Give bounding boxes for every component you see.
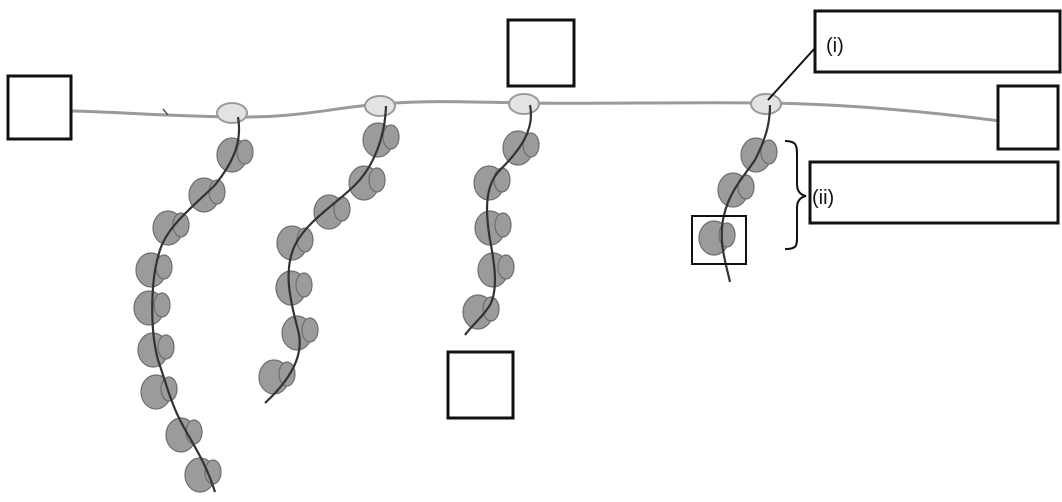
amino-acid-4-1 <box>740 137 778 173</box>
ribosome-group <box>216 93 782 124</box>
polypeptide-chain-3 <box>464 104 533 336</box>
amino-acid-beads <box>133 104 778 493</box>
amino-acid-4-3 <box>698 220 736 256</box>
label-ii-text: (ii) <box>812 187 834 209</box>
label-box-i[interactable] <box>813 9 1062 74</box>
ribosome-1 <box>216 102 248 124</box>
strand-tick <box>162 108 169 116</box>
polypeptide-chain-4 <box>720 104 772 283</box>
amino-acid-1-7 <box>140 374 178 410</box>
amino-acid-1-5 <box>133 290 171 326</box>
amino-acid-2-2 <box>348 165 386 201</box>
amino-acid-2-3 <box>313 194 351 230</box>
ribosome-4 <box>750 93 782 115</box>
amino-acid-1-1 <box>216 137 254 173</box>
highlight-box-amino-acid[interactable] <box>691 215 747 265</box>
amino-acid-3-3 <box>474 210 512 246</box>
amino-acid-2-6 <box>281 315 319 351</box>
amino-acid-2-1 <box>362 122 400 158</box>
ribosome-2 <box>364 95 396 117</box>
amino-acid-1-8 <box>165 417 203 453</box>
blank-box-left[interactable] <box>6 74 73 141</box>
amino-acid-2-5 <box>275 270 313 306</box>
brace-ii <box>784 140 807 250</box>
amino-acid-3-5 <box>462 294 500 330</box>
amino-acid-4-2 <box>717 172 755 208</box>
blank-box-bottom[interactable] <box>446 350 515 420</box>
polypeptide-chain-1 <box>151 116 241 493</box>
amino-acid-1-6 <box>137 332 175 368</box>
polypeptide-chain-2 <box>264 105 388 404</box>
amino-acid-3-4 <box>477 252 515 288</box>
blank-box-right[interactable] <box>996 84 1060 151</box>
blank-box-top[interactable] <box>506 18 576 88</box>
label-box-ii[interactable] <box>808 160 1060 225</box>
leader-line-i <box>767 47 816 101</box>
amino-acid-1-3 <box>152 210 190 246</box>
label-i-text: (i) <box>826 35 844 57</box>
amino-acid-2-7 <box>258 359 296 395</box>
amino-acid-1-2 <box>188 177 226 213</box>
ribosome-3 <box>508 93 540 115</box>
